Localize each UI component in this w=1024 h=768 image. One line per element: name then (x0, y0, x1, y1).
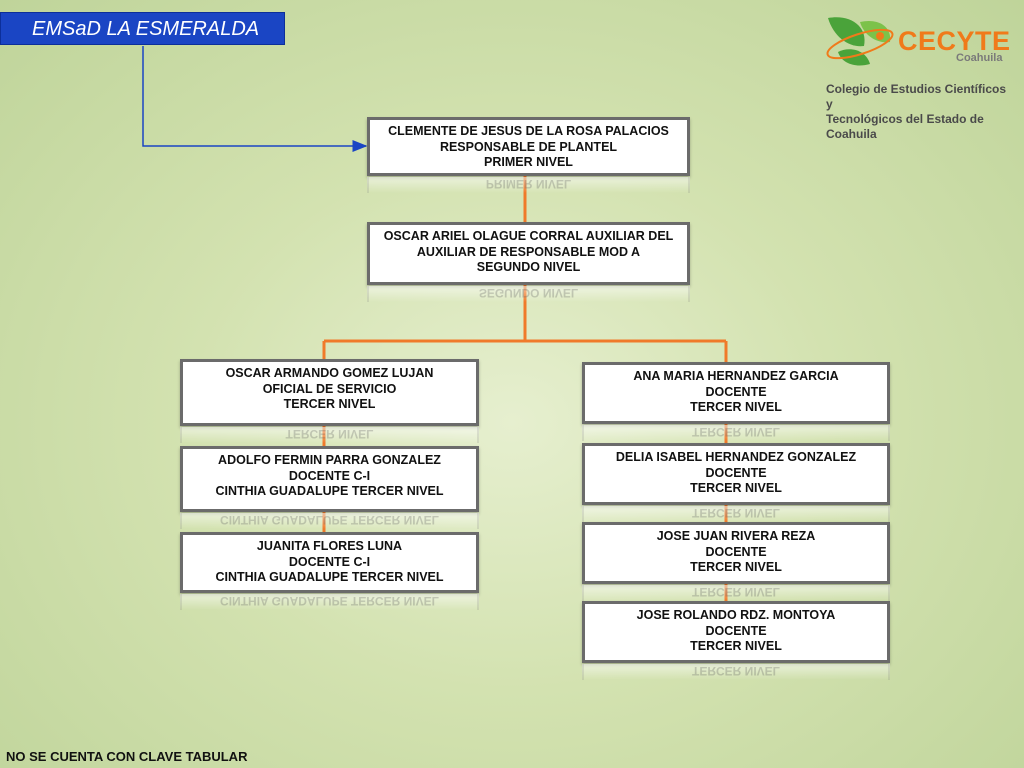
reflection-text: CINTHIA GUADALUPE TERCER NIVEL (220, 594, 439, 608)
node-reflection: TERCER NIVEL (180, 427, 479, 443)
node-reflection: SEGUNDO NIVEL (367, 286, 690, 302)
node-level: TERCER NIVEL (690, 481, 782, 495)
node-role: DOCENTE (705, 384, 767, 399)
node-name: ANA MARIA HERNANDEZ GARCIA (633, 369, 839, 383)
node-name: OSCAR ARMANDO GOMEZ LUJAN (225, 366, 434, 380)
node-level: SEGUNDO NIVEL (476, 260, 581, 274)
node-role: DOCENTE (705, 544, 767, 559)
node-role: OFICIAL DE SERVICIO (262, 381, 397, 396)
node-reflection: PRIMER NIVEL (367, 177, 690, 193)
node-name: DELIA ISABEL HERNANDEZ GONZALEZ (615, 450, 857, 464)
node-level: CINTHIA GUADALUPE TERCER NIVEL (215, 484, 444, 498)
node-name: CLEMENTE DE JESUS DE LA ROSA PALACIOS (388, 124, 669, 138)
node-name: OSCAR ARIEL OLAGUE CORRAL AUXILIAR DEL (383, 229, 674, 243)
node-left-1: OSCAR ARMANDO GOMEZ LUJAN OFICIAL DE SER… (180, 359, 479, 426)
cecyte-logo: CECYTE Coahuila Colegio de Estudios Cien… (820, 12, 1016, 141)
node-reflection: TERCER NIVEL (582, 425, 890, 441)
node-level: PRIMER NIVEL (484, 155, 573, 169)
reflection-text: TERCER NIVEL (691, 506, 780, 520)
reflection-text: TERCER NIVEL (691, 664, 780, 678)
node-role: DOCENTE (705, 623, 767, 638)
node-level: CINTHIA GUADALUPE TERCER NIVEL (215, 570, 444, 584)
node-right-4: JOSE ROLANDO RDZ. MONTOYA DOCENTE TERCER… (582, 601, 890, 663)
node-level: TERCER NIVEL (283, 397, 376, 411)
footer-note: NO SE CUENTA CON CLAVE TABULAR (6, 749, 248, 764)
node-role: DOCENTE C-I (288, 468, 371, 483)
node-left-2: ADOLFO FERMIN PARRA GONZALEZ DOCENTE C-I… (180, 446, 479, 512)
logo-desc-line1: Colegio de Estudios Científicos y (826, 82, 1007, 111)
node-reflection: CINTHIA GUADALUPE TERCER NIVEL (180, 513, 479, 529)
node-name: JOSE ROLANDO RDZ. MONTOYA (636, 608, 836, 622)
node-right-3: JOSE JUAN RIVERA REZA DOCENTE TERCER NIV… (582, 522, 890, 584)
node-role: DOCENTE C-I (288, 554, 371, 569)
node-role: DOCENTE (705, 465, 767, 480)
node-level: TERCER NIVEL (690, 400, 782, 414)
node-primer-nivel: CLEMENTE DE JESUS DE LA ROSA PALACIOS RE… (367, 117, 690, 176)
reflection-text: CINTHIA GUADALUPE TERCER NIVEL (220, 513, 439, 527)
node-reflection: TERCER NIVEL (582, 664, 890, 680)
node-reflection: TERCER NIVEL (582, 506, 890, 522)
node-level: TERCER NIVEL (690, 639, 782, 653)
node-name: JOSE JUAN RIVERA REZA (656, 529, 816, 543)
node-role: AUXILIAR DE RESPONSABLE MOD A (416, 244, 641, 259)
node-level: TERCER NIVEL (690, 560, 782, 574)
node-name: JUANITA FLORES LUNA (256, 539, 403, 553)
node-segundo-nivel: OSCAR ARIEL OLAGUE CORRAL AUXILIAR DEL A… (367, 222, 690, 285)
leaf-swoosh-icon (826, 17, 894, 66)
reflection-text: SEGUNDO NIVEL (478, 286, 579, 300)
node-left-3: JUANITA FLORES LUNA DOCENTE C-I CINTHIA … (180, 532, 479, 593)
node-right-2: DELIA ISABEL HERNANDEZ GONZALEZ DOCENTE … (582, 443, 890, 505)
logo-description: Colegio de Estudios Científicos y Tecnol… (826, 82, 1016, 142)
node-role: RESPONSABLE DE PLANTEL (439, 139, 618, 154)
node-right-1: ANA MARIA HERNANDEZ GARCIA DOCENTE TERCE… (582, 362, 890, 424)
logo-desc-line2: Tecnológicos del Estado de Coahuila (826, 112, 984, 141)
page-title: EMSaD LA ESMERALDA (0, 12, 285, 45)
reflection-text: TERCER NIVEL (691, 425, 780, 439)
reflection-text: TERCER NIVEL (285, 427, 374, 441)
node-reflection: CINTHIA GUADALUPE TERCER NIVEL (180, 594, 479, 610)
node-name: ADOLFO FERMIN PARRA GONZALEZ (218, 453, 441, 467)
reflection-text: TERCER NIVEL (691, 585, 780, 599)
title-arrow (142, 46, 368, 152)
node-reflection: TERCER NIVEL (582, 585, 890, 601)
logo-sub: Coahuila (956, 52, 1003, 64)
reflection-text: PRIMER NIVEL (485, 177, 572, 191)
logo-brand: CECYTE (898, 26, 1011, 56)
